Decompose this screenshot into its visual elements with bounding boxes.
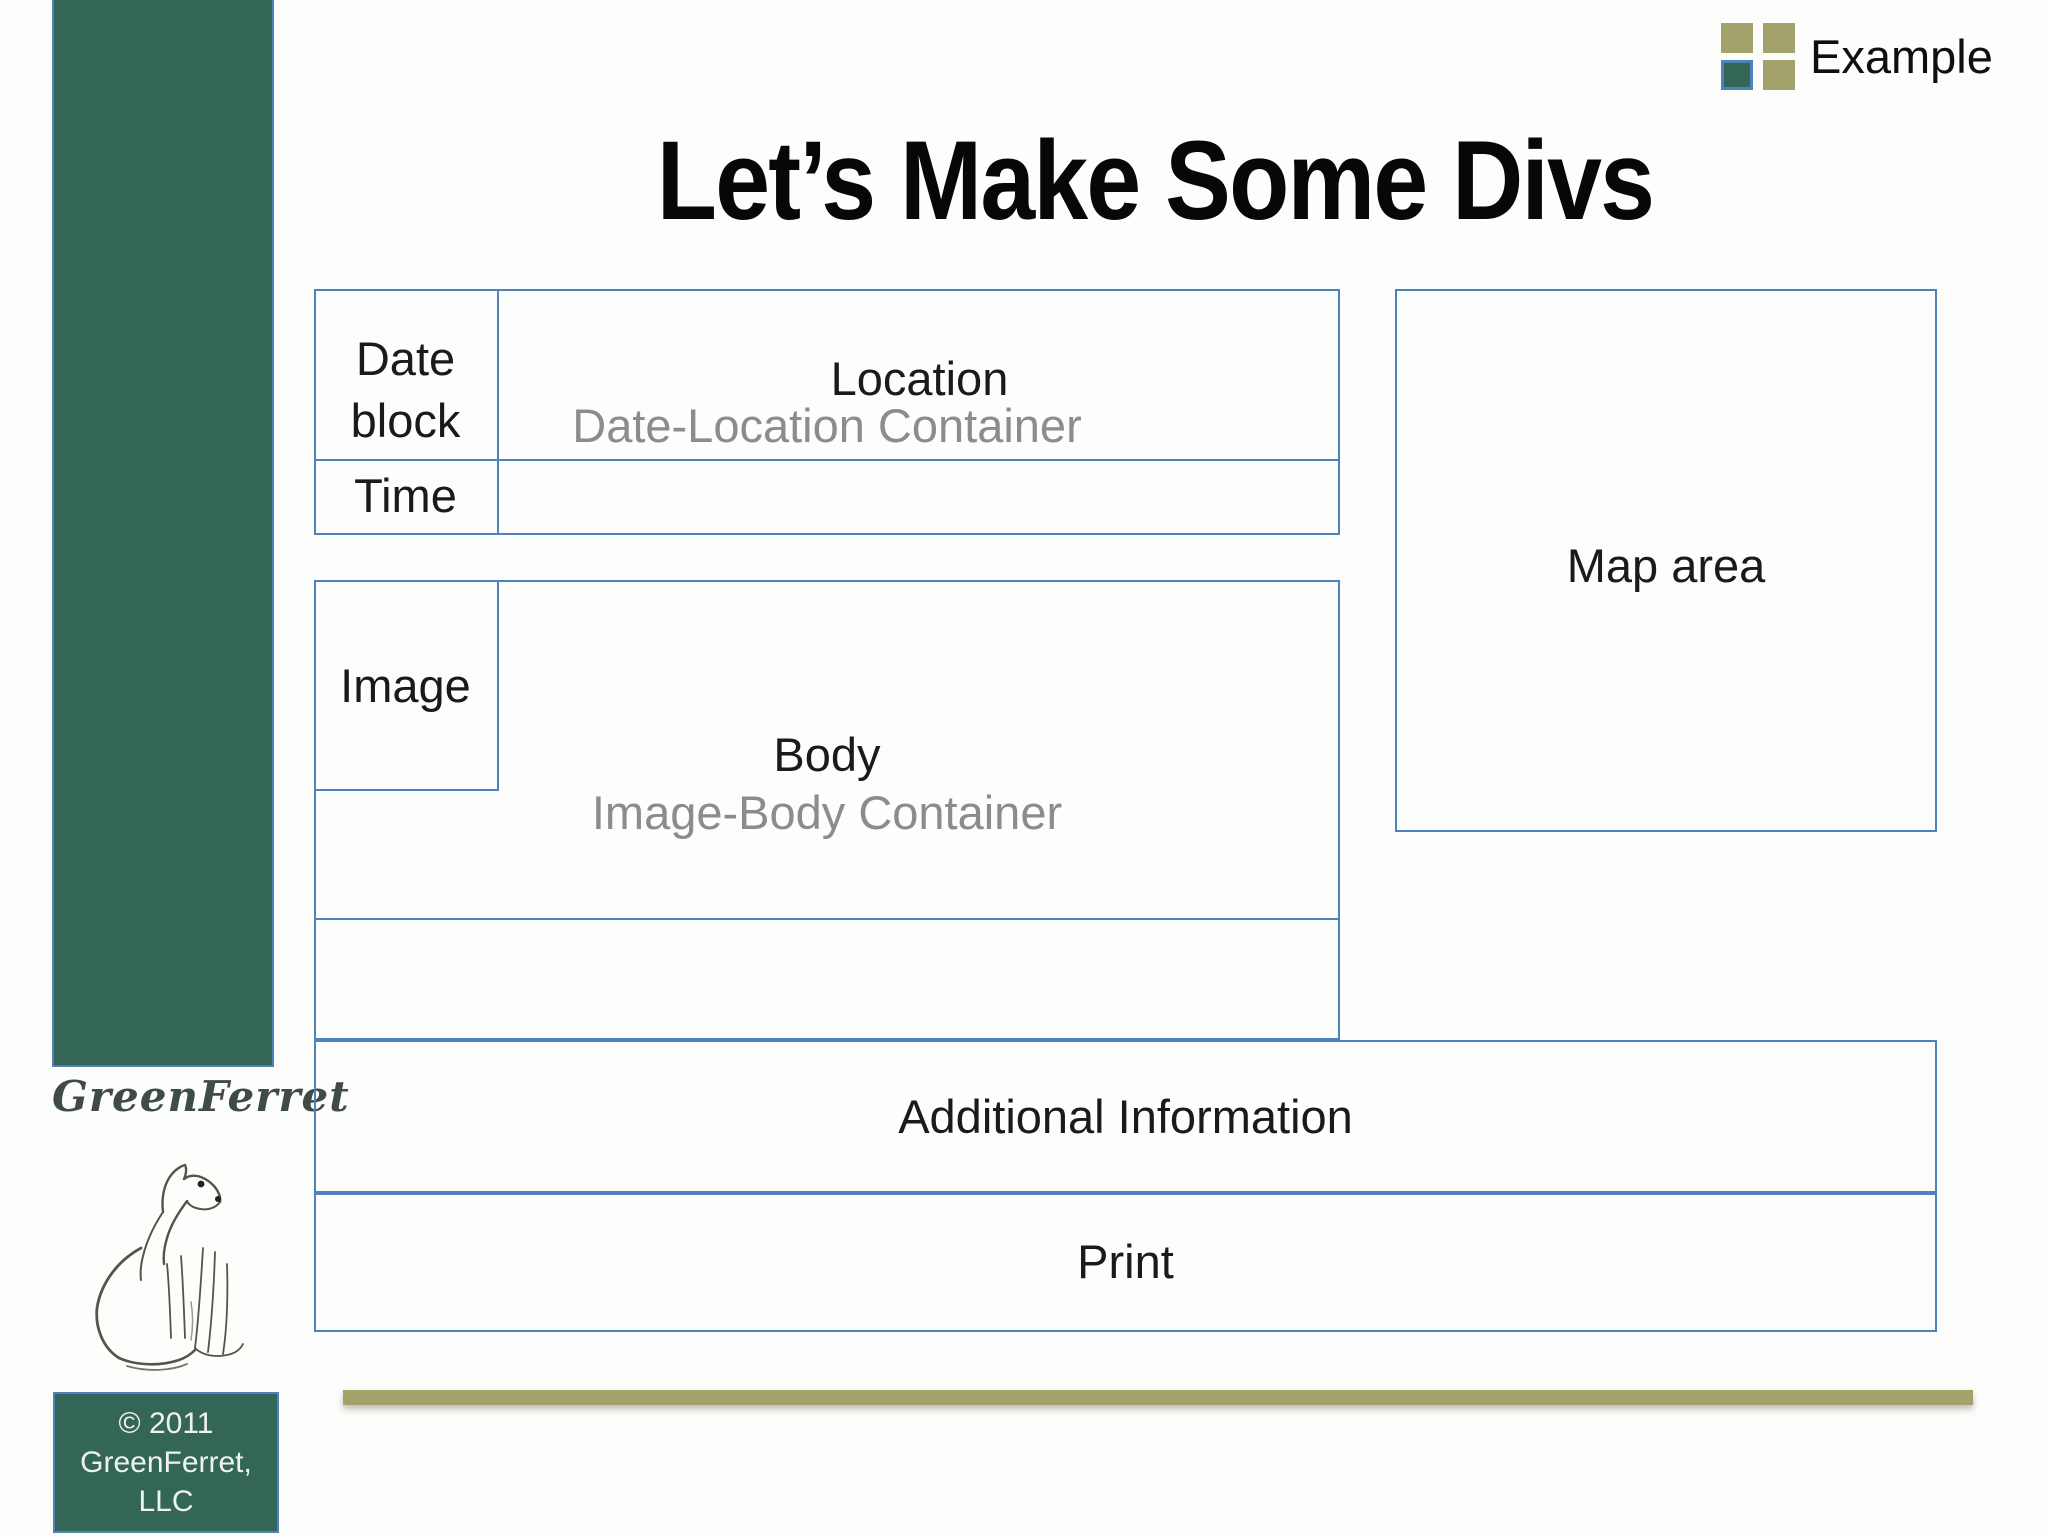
image-box-bottom-border (314, 789, 499, 791)
date-location-container-label: Date-Location Container (572, 399, 1082, 452)
additional-information-label: Additional Information (898, 1090, 1353, 1143)
image-label: Image (340, 659, 471, 712)
map-area-box (1395, 289, 1937, 832)
ferret-nose (215, 1196, 221, 1202)
logo-square-bottom-left (1721, 60, 1753, 90)
time-label: Time (354, 469, 457, 522)
logo-square-bottom-right (1763, 60, 1795, 90)
logo-square-top-right (1763, 23, 1795, 53)
location-label: Location (830, 352, 1009, 405)
sidebar-banner (52, 0, 274, 1067)
body-label: Body (773, 728, 881, 781)
print-box (314, 1193, 1937, 1332)
copyright-box: © 2011 GreenFerret, LLC (53, 1392, 279, 1533)
page-title: Let’s Make Some Divs (656, 118, 1655, 243)
bottom-accent-rule (343, 1390, 1973, 1405)
date-block-label: Date block (350, 332, 461, 447)
date-location-horizontal-divider (314, 459, 1340, 461)
logo-square-top-left (1721, 23, 1753, 53)
image-box-right-border (497, 580, 499, 791)
date-location-container-box (314, 289, 1340, 535)
copyright-company: GreenFerret, LLC (80, 1446, 252, 1518)
copyright-year: © 2011 (118, 1407, 214, 1440)
example-logo-icon (1721, 23, 1795, 90)
additional-information-box (314, 1040, 1937, 1193)
date-location-vertical-divider (497, 289, 499, 535)
example-logo-text: Example (1810, 30, 1993, 83)
print-label: Print (1077, 1235, 1174, 1288)
greenferret-script-logo: GreenFerret (52, 1072, 350, 1121)
image-body-container-label: Image-Body Container (591, 786, 1063, 839)
map-area-label: Map area (1566, 539, 1766, 592)
ferret-eye (197, 1180, 205, 1188)
ferret-drawing-icon (95, 1163, 244, 1371)
empty-strip-box (314, 918, 1340, 1040)
